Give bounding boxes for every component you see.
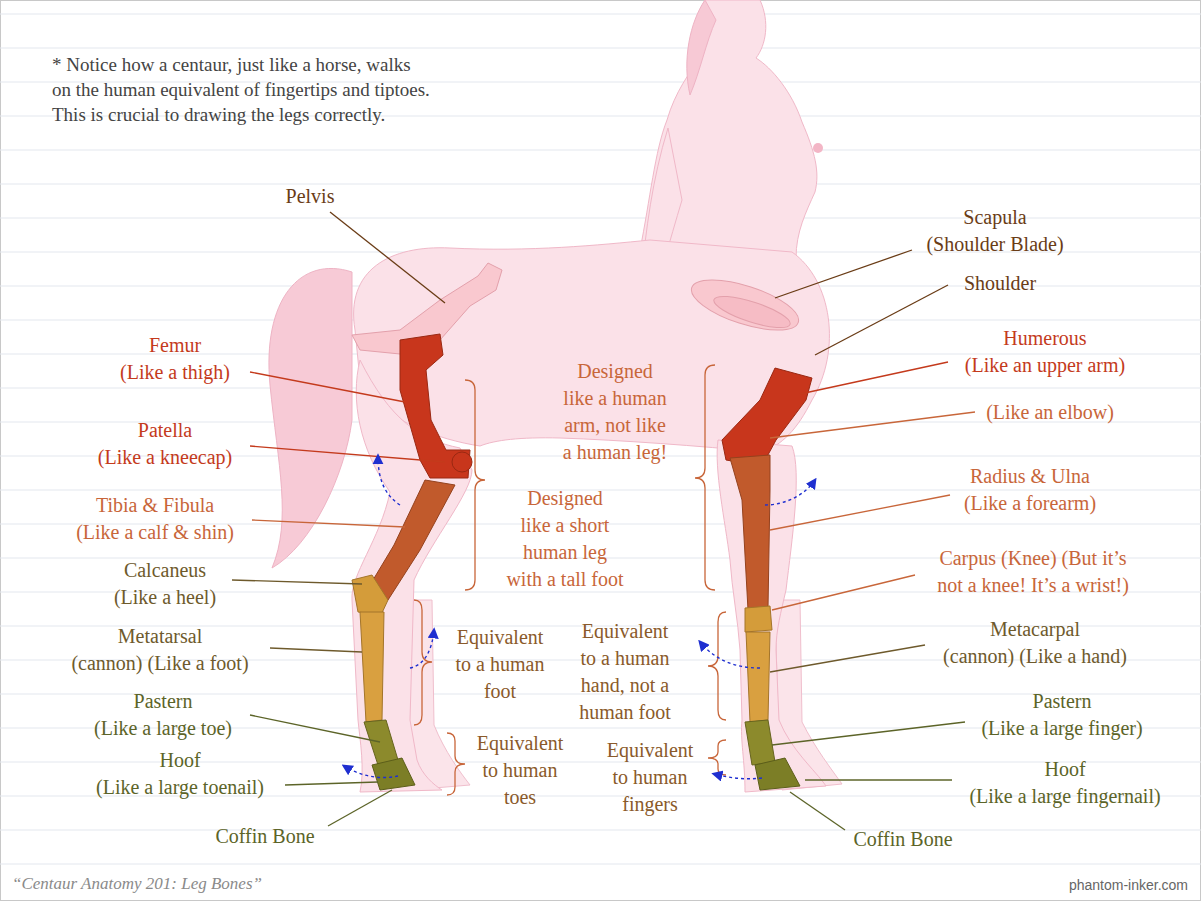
bone-label: Pastern (Like a large toe) <box>94 688 232 742</box>
bone-label: Pastern (Like a large finger) <box>981 688 1142 742</box>
note-text: * Notice how a centaur, just like a hors… <box>52 52 430 127</box>
equivalence-note: Equivalent to human fingers <box>607 737 694 818</box>
bone-label: (Like an elbow) <box>986 399 1114 426</box>
bone-label: Metacarpal (cannon) (Like a hand) <box>943 616 1127 670</box>
bone-label: Humerous (Like an upper arm) <box>965 325 1125 379</box>
bone-label: Hoof (Like a large fingernail) <box>969 756 1160 810</box>
bone-label: Coffin Bone <box>853 826 952 853</box>
bone-label: Radius & Ulna (Like a forearm) <box>964 463 1096 517</box>
design-note: Designed like a short human leg with a t… <box>506 485 623 593</box>
bone-label: Metatarsal (cannon) (Like a foot) <box>71 623 248 677</box>
caption: “Centaur Anatomy 201: Leg Bones” <box>12 873 262 895</box>
bone-label: Patella (Like a kneecap) <box>98 417 232 471</box>
bone-label: Tibia & Fibula (Like a calf & shin) <box>76 492 234 546</box>
bone-label: Carpus (Knee) (But it’s not a knee! It’s… <box>937 545 1129 599</box>
bone-label: Shoulder <box>964 270 1036 297</box>
bone-label: Scapula (Shoulder Blade) <box>926 204 1063 258</box>
equivalence-note: Equivalent to a human foot <box>456 624 545 705</box>
design-note: Designed like a human arm, not like a hu… <box>563 358 667 466</box>
equivalence-note: Equivalent to a human hand, not a human … <box>579 618 671 726</box>
watermark: phantom-inker.com <box>1069 876 1188 894</box>
bone-label: Calcaneus (Like a heel) <box>114 557 216 611</box>
bone-label: Pelvis <box>286 183 335 210</box>
bone-label: Coffin Bone <box>215 823 314 850</box>
bone-label: Femur (Like a thigh) <box>120 332 230 386</box>
equivalence-note: Equivalent to human toes <box>477 730 564 811</box>
bone-label: Hoof (Like a large toenail) <box>96 747 264 801</box>
